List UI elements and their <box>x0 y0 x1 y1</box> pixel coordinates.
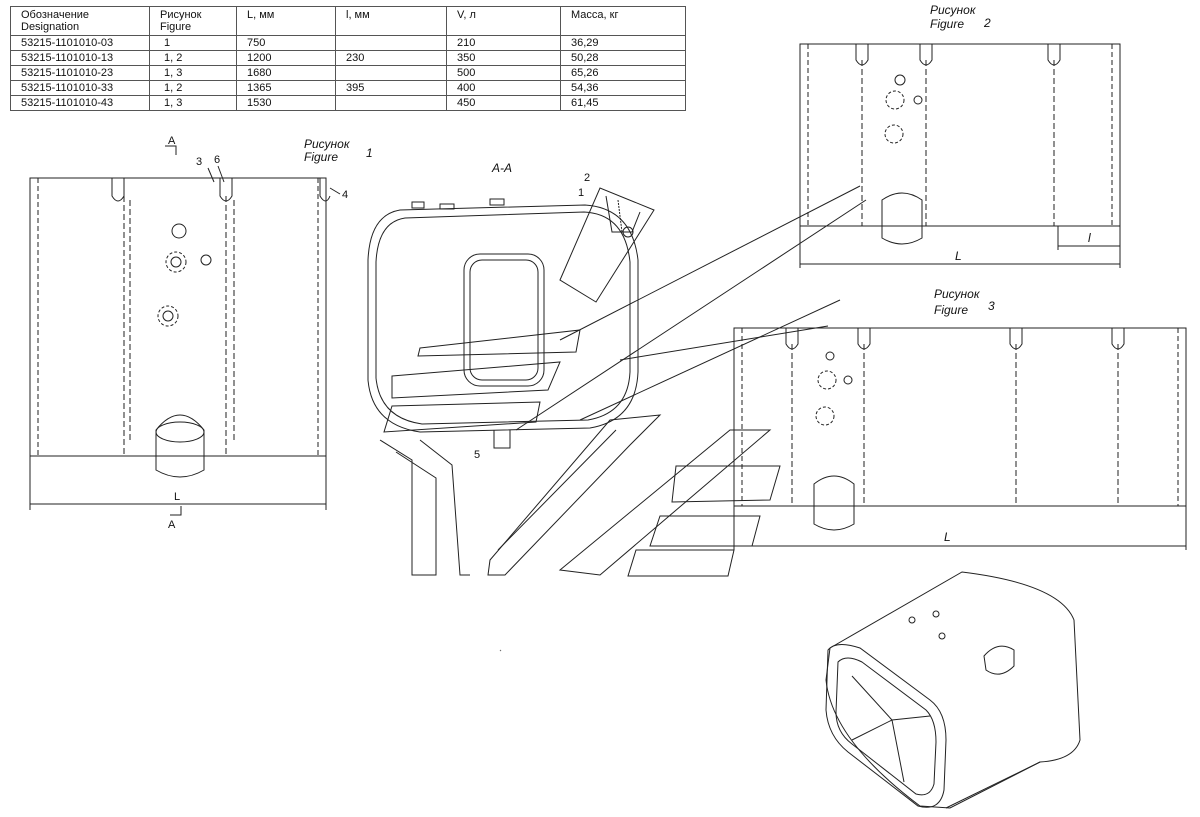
table-cell: 53215-1101010-13 <box>10 50 150 66</box>
fig3-flange-lower <box>815 406 835 426</box>
callout-5: 5 <box>474 449 480 461</box>
fig3-tank-outline <box>733 327 1187 507</box>
fig1-port-small <box>171 223 187 239</box>
section-filler-detail <box>559 187 655 303</box>
section-title: A-A <box>491 161 512 175</box>
col-figure-ru: Рисунок <box>160 9 202 21</box>
figure-3-view <box>733 327 1187 550</box>
iso-tank-end-face <box>825 644 947 808</box>
fig1-flange-lower <box>157 305 179 327</box>
col-designation-ru: Обозначение <box>21 9 90 21</box>
fig1-label-num: 1 <box>366 146 373 160</box>
fig1-dimension-label: L <box>174 491 180 503</box>
fig3-flange-upper <box>817 370 837 390</box>
fig2-flange-lower <box>884 124 904 144</box>
table-cell: 1365 <box>236 80 336 96</box>
fig2-dimension-label: L <box>955 249 962 263</box>
fig3-label-en: Figure <box>934 303 968 317</box>
table-cell: 395 <box>335 80 447 96</box>
fig2-label-ru: Рисунок <box>930 3 977 17</box>
fig3-label-num: 3 <box>988 299 995 313</box>
col-mass: Масса, кг <box>560 6 686 36</box>
fig1-label-ru: Рисунок <box>304 137 351 151</box>
figure-1-view <box>29 145 341 516</box>
fig2-tank-outline <box>799 43 1121 227</box>
table-cell: 1530 <box>236 95 336 111</box>
fig2-label-en: Figure <box>930 17 964 31</box>
table-cell: 1, 3 <box>149 95 237 111</box>
section-mark-bottom: A <box>168 519 176 531</box>
fig1-flange-upper <box>165 251 187 273</box>
table-cell: 50,28 <box>560 50 686 66</box>
fig1-label-en: Figure <box>304 150 338 164</box>
fig2-label-num: 2 <box>983 16 991 30</box>
fig1-filler-neck <box>155 414 205 478</box>
callout-6: 6 <box>214 154 220 166</box>
section-inner-window <box>463 253 545 387</box>
col-V: V, л <box>446 6 561 36</box>
section-a-a-view <box>367 185 867 577</box>
table-cell: 53215-1101010-43 <box>10 95 150 111</box>
section-tank-outline <box>367 204 639 433</box>
callout-1: 1 <box>578 187 584 199</box>
iso-tank-body <box>825 571 1081 809</box>
callout-3: 3 <box>196 156 202 168</box>
table-cell: 54,36 <box>560 80 686 96</box>
callout-2: 2 <box>584 172 590 184</box>
table-cell: 210 <box>446 35 561 51</box>
fig1-tank-outline <box>29 177 327 457</box>
table-cell: 61,45 <box>560 95 686 111</box>
fig3-filler-neck <box>813 475 855 531</box>
fig2-filler-neck <box>881 192 923 245</box>
figure-2-view <box>799 43 1121 268</box>
col-designation-en: Designation <box>21 21 80 33</box>
fig3-dimension-label: L <box>944 530 951 544</box>
col-l: l, мм <box>335 6 447 36</box>
table-cell: 450 <box>446 95 561 111</box>
fig3-label-ru: Рисунок <box>934 287 981 301</box>
callout-4: 4 <box>342 189 348 201</box>
table-cell: 53215-1101010-23 <box>10 65 150 81</box>
section-mark-top: A <box>168 135 176 147</box>
fig2-flange-upper <box>885 90 905 110</box>
col-figure-en: Figure <box>160 21 192 33</box>
fig1-port-right <box>200 254 212 266</box>
fig2-dimension-l-label: l <box>1088 231 1091 245</box>
iso-filler-cap <box>983 645 1015 675</box>
isometric-tank-view <box>825 571 1081 809</box>
